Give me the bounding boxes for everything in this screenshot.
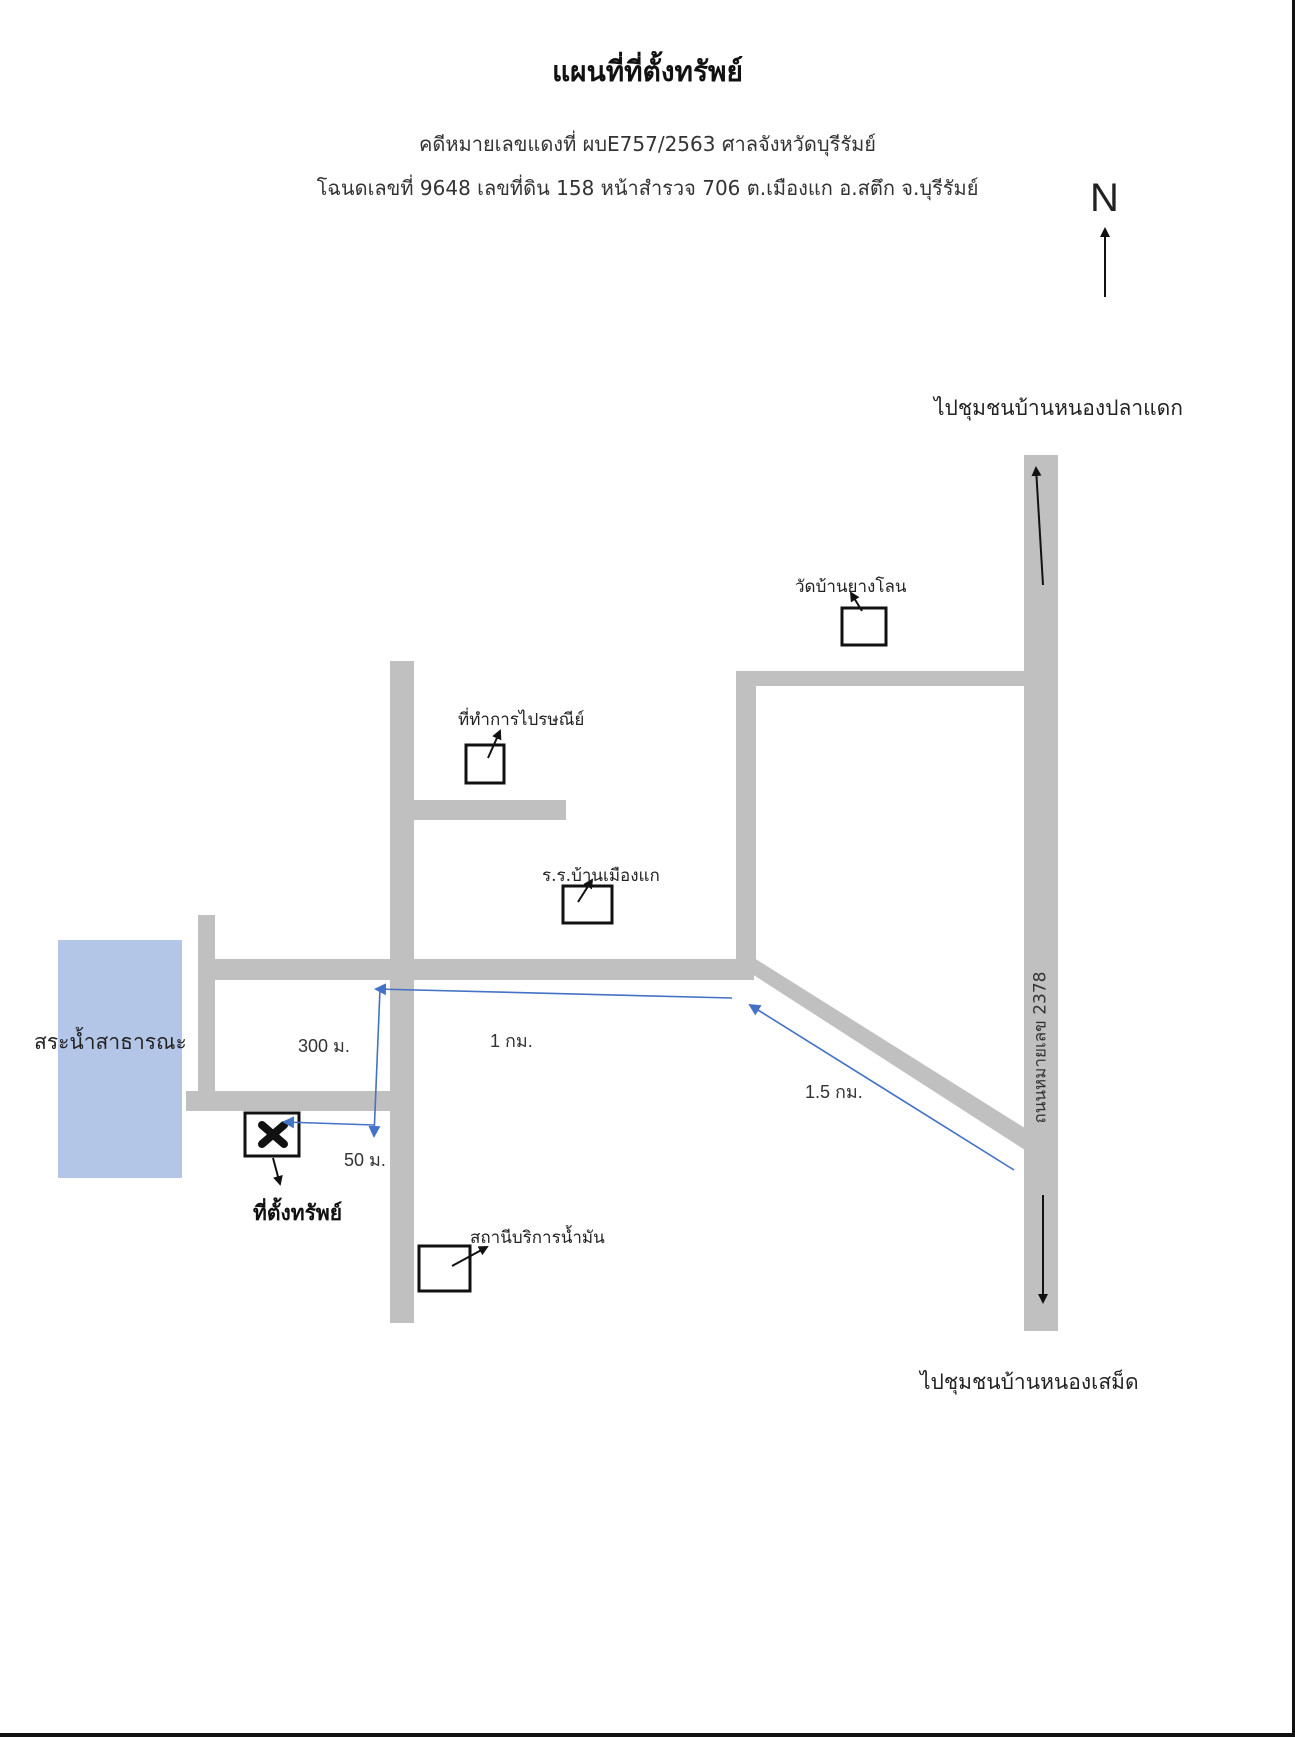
road-main-horizontal: [198, 959, 754, 980]
route-1-5km-arrow: [748, 1003, 1015, 1171]
road-network: [186, 455, 1058, 1331]
gas-station-marker: [417, 1244, 472, 1293]
temple-label: วัดบ้านยางโลน: [795, 577, 907, 597]
page-border-bottom: [0, 1733, 1295, 1737]
distance-300m-label: 300 ม.: [298, 1036, 350, 1056]
road-diagonal: [738, 958, 1028, 1152]
road-to-property: [186, 1091, 400, 1111]
temple-pointer: [849, 591, 863, 612]
road-vertical-west: [198, 915, 215, 1097]
school-pointer: [577, 878, 594, 903]
public-pond: [58, 940, 182, 1178]
post-office-pointer: [487, 729, 502, 759]
road-vertical-east: [736, 671, 756, 969]
property-pointer: [272, 1157, 283, 1186]
post-office-marker: [464, 743, 506, 785]
distance-1km-label: 1 กม.: [490, 1031, 533, 1051]
road-vertical-central: [390, 661, 414, 1323]
route-50m-arrow: [282, 1116, 375, 1129]
north-route-arrow: [1031, 466, 1044, 586]
road-to-temple: [736, 671, 1036, 686]
case-number-line: คดีหมายเลขแดงที่ ผบE757/2563 ศาลจังหวัดบ…: [418, 132, 876, 156]
page-title: แผนที่ที่ตั้งทรัพย์: [552, 55, 743, 88]
deed-info-line: โฉนดเลขที่ 9648 เลขที่ดิน 158 หน้าสำรวจ …: [316, 176, 979, 200]
gas-station-pointer: [451, 1246, 489, 1267]
label-pointers: [272, 227, 1110, 1304]
distance-1-5km-label: 1.5 กม.: [805, 1082, 863, 1102]
gas-station-label: สถานีบริการน้ำมัน: [470, 1228, 605, 1248]
temple-marker: [840, 606, 888, 647]
property-label: ที่ตั้งทรัพย์: [253, 1200, 343, 1225]
page-border-right: [1292, 0, 1295, 1737]
pond-label: สระน้ำสาธารณะ: [34, 1030, 187, 1054]
direction-north-label: ไปชุมชนบ้านหนองปลาแดก: [934, 396, 1184, 420]
highway-2378: [1024, 455, 1058, 1331]
route-arrows: [282, 983, 1015, 1171]
road-to-post-office: [404, 800, 566, 820]
post-office-label: ที่ทำการไปรษณีย์: [458, 710, 585, 730]
direction-south-label: ไปชุมชนบ้านหนองเสม็ด: [920, 1370, 1139, 1394]
property-marker: [243, 1111, 301, 1158]
compass-north-label: N: [1090, 176, 1119, 220]
route-1km-arrow: [374, 983, 733, 999]
school-label: ร.ร.บ้านเมืองแก: [542, 866, 660, 886]
highway-label: ถนนหมายเลข 2378: [1030, 971, 1051, 1124]
route-300m-arrow: [368, 988, 381, 1138]
distance-50m-label: 50 ม.: [344, 1150, 386, 1170]
property-cross-icon: [258, 1121, 288, 1148]
school-marker: [561, 884, 614, 925]
